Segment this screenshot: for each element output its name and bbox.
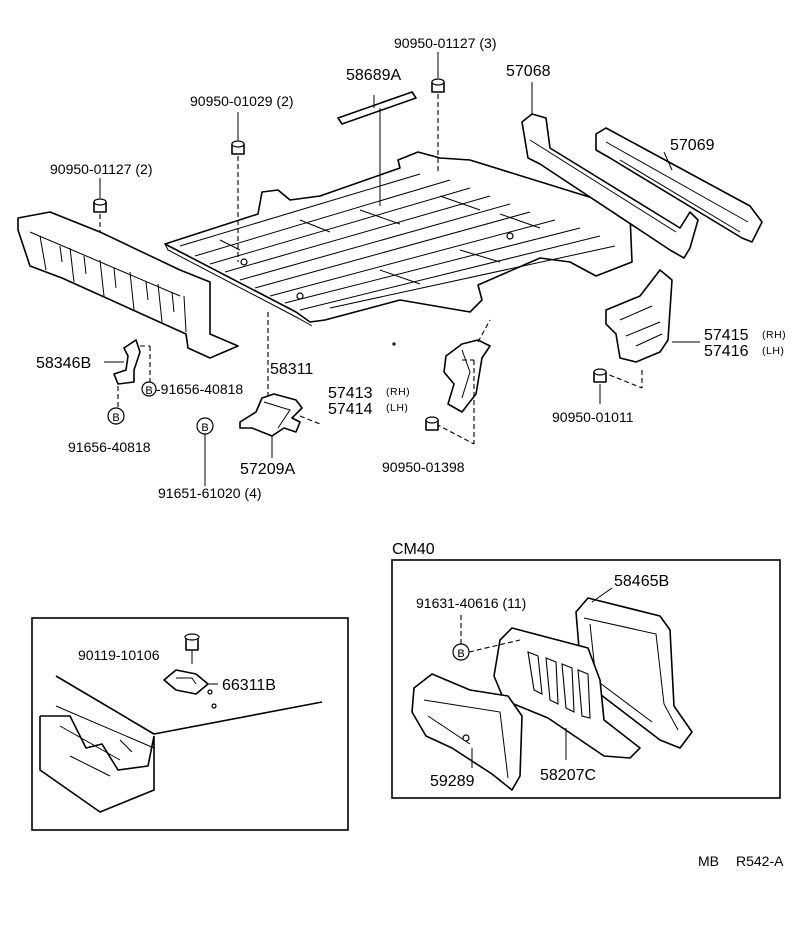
b-marker-main-1: B xyxy=(141,381,157,397)
label-57415: 57415 xyxy=(704,327,749,344)
b-marker-label: B xyxy=(112,412,119,424)
member-57068 xyxy=(521,82,699,259)
label-91656-40818-a: -91656-40818 xyxy=(156,381,243,397)
label-rh-57413: (RH) xyxy=(386,386,410,398)
inset-right-cm40: CM40 B 91631-40616 (11) 58465B 59289 582… xyxy=(391,541,781,799)
label-lh-57414: (LH) xyxy=(386,402,408,414)
member-57069 xyxy=(595,127,763,243)
bar-58689A xyxy=(337,91,417,206)
label-58207C: 58207C xyxy=(540,767,596,784)
label-58689A: 58689A xyxy=(346,67,401,84)
b-marker-label: B xyxy=(201,422,208,434)
label-90950-01127-3: 90950-01127 (3) xyxy=(394,35,496,51)
b-marker-inset-label: B xyxy=(457,648,464,660)
label-91631-40616-11: 91631-40616 (11) xyxy=(416,595,526,611)
label-57069: 57069 xyxy=(670,137,715,154)
grommet-90950-01127-2 xyxy=(93,178,107,236)
label-90950-01398: 90950-01398 xyxy=(382,459,465,475)
bracket-58346B xyxy=(104,339,151,408)
grommet-90950-01029-2 xyxy=(231,112,245,262)
label-57209A: 57209A xyxy=(240,461,295,478)
label-90950-01011: 90950-01011 xyxy=(552,409,634,425)
label-59289: 59289 xyxy=(430,773,475,790)
label-90950-01127-2: 90950-01127 (2) xyxy=(50,161,152,177)
grommet-90950-01011 xyxy=(593,368,607,404)
b-marker-main-2: B xyxy=(107,407,125,425)
footer-code-a: MB xyxy=(698,853,719,869)
floor-ribs xyxy=(179,173,616,311)
floor-panel-58311 xyxy=(164,151,633,327)
label-58346B: 58346B xyxy=(36,355,91,372)
label-91651-61020-4: 91651-61020 (4) xyxy=(158,485,262,501)
bracket-57415-57416 xyxy=(601,269,700,389)
label-91656-40818-b: 91656-40818 xyxy=(68,439,151,455)
label-58465B: 58465B xyxy=(614,573,669,590)
rear-crossmember-left xyxy=(17,211,239,359)
label-57416: 57416 xyxy=(704,343,749,360)
b-marker-main-3: B xyxy=(196,417,214,486)
label-58311: 58311 xyxy=(270,361,313,378)
label-90119-10106: 90119-10106 xyxy=(78,647,160,663)
label-57413: 57413 xyxy=(328,385,373,402)
label-lh-57416: (LH) xyxy=(762,345,784,357)
label-57068: 57068 xyxy=(506,63,551,80)
footer-code-b: R542-A xyxy=(736,853,784,869)
grommet-90950-01127-3 xyxy=(431,52,445,172)
b-marker-label: B xyxy=(145,385,152,397)
bracket-57413-57414 xyxy=(435,319,491,445)
grommet-90950-01398 xyxy=(425,416,439,431)
inset-title: CM40 xyxy=(392,541,435,558)
inset-left: 90119-10106 66311B xyxy=(31,617,349,831)
label-57414: 57414 xyxy=(328,401,373,418)
label-90950-01029-2: 90950-01029 (2) xyxy=(190,93,294,109)
bracket-57209A xyxy=(239,312,321,458)
label-rh-57415: (RH) xyxy=(762,329,786,341)
label-66311B: 66311B xyxy=(222,677,276,694)
